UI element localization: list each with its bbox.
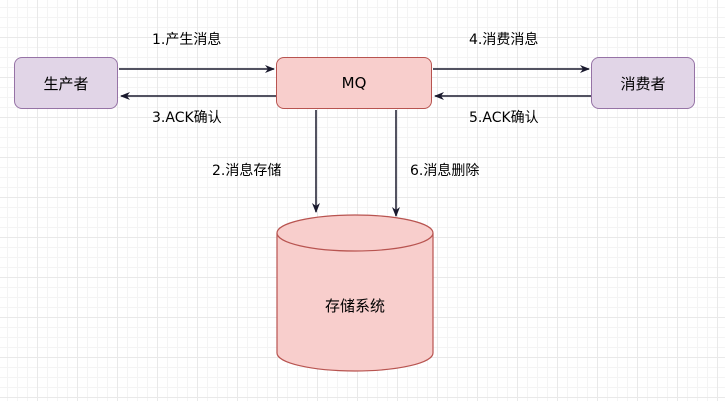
storage-cylinder — [276, 214, 434, 372]
producer-node[interactable]: 生产者 — [14, 57, 118, 109]
ack-consumer-edge-label: 5.ACK确认 — [469, 110, 539, 126]
consumer-label: 消费者 — [620, 74, 666, 93]
consume-edge-label: 4.消费消息 — [469, 32, 539, 48]
delete-edge-label: 6.消息删除 — [410, 163, 480, 179]
storage-label: 存储系统 — [324, 296, 385, 315]
mq-node[interactable]: MQ — [276, 57, 432, 109]
produce-edge-label: 1.产生消息 — [152, 32, 222, 48]
storage-node[interactable]: 存储系统 — [277, 240, 433, 370]
store-edge-label: 2.消息存储 — [212, 163, 282, 179]
ack-producer-edge-label: 3.ACK确认 — [152, 110, 222, 126]
producer-label: 生产者 — [43, 74, 89, 93]
mq-label: MQ — [341, 74, 367, 92]
consumer-node[interactable]: 消费者 — [591, 57, 695, 109]
